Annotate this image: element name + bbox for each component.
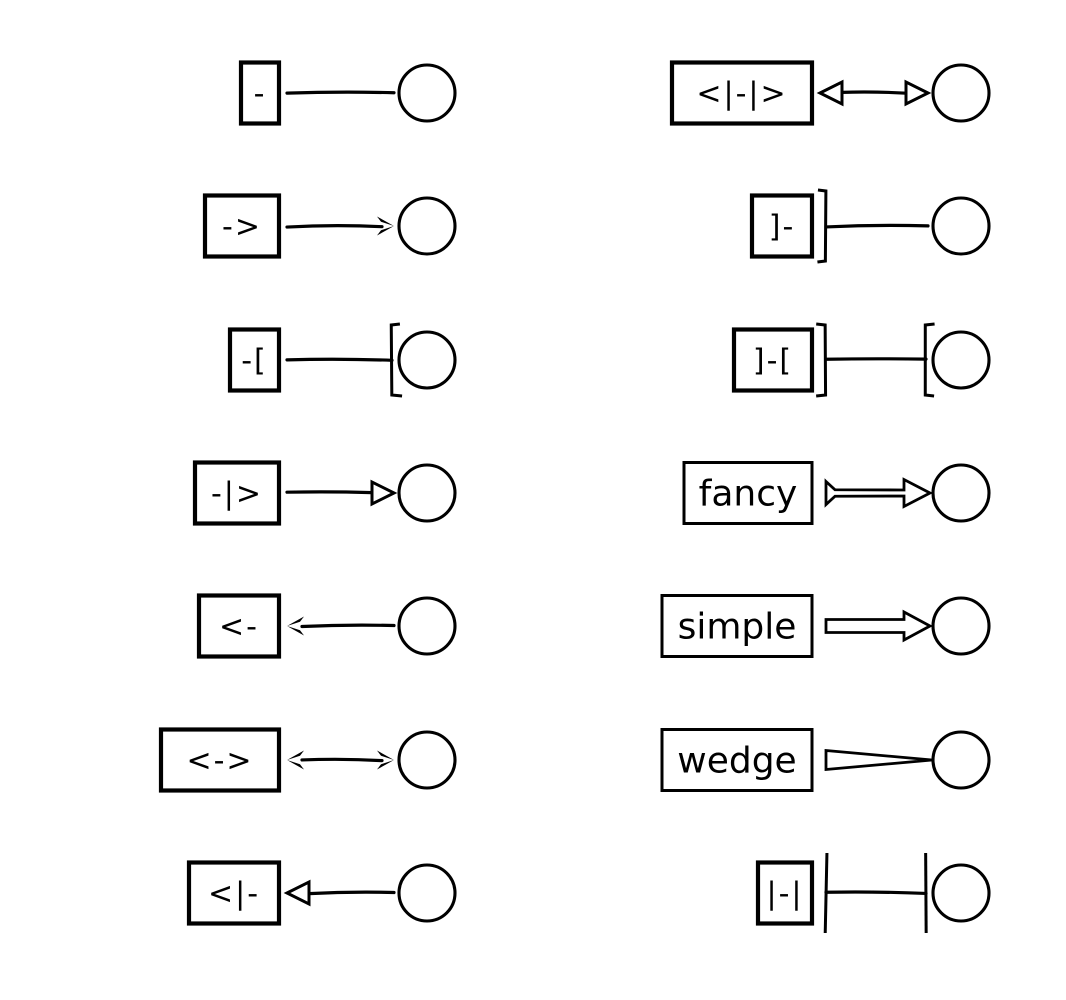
arrow-style-row: ]- bbox=[749, 188, 991, 264]
style-label-text: wedge bbox=[677, 741, 796, 782]
target-node-circle[interactable] bbox=[931, 63, 991, 123]
arrowhead-hollow-triangle bbox=[904, 79, 932, 107]
style-label-text: simple bbox=[678, 607, 797, 648]
connector-line bbox=[300, 623, 396, 629]
style-label-text: ]-[ bbox=[753, 344, 793, 379]
arrowhead-hollow-triangle bbox=[370, 479, 398, 507]
style-label-box[interactable] bbox=[731, 327, 815, 393]
target-node-circle[interactable] bbox=[397, 863, 457, 923]
target-node-circle[interactable] bbox=[397, 463, 457, 523]
simple-arrow bbox=[824, 609, 933, 643]
style-label-text: <|- bbox=[208, 877, 260, 912]
connector-line bbox=[307, 890, 396, 896]
arrowhead-hollow-triangle bbox=[283, 879, 311, 907]
arrow-style-row: fancy bbox=[682, 461, 991, 525]
connector-line bbox=[840, 90, 908, 95]
style-label-text: ]- bbox=[769, 210, 796, 245]
connector-line bbox=[285, 224, 384, 229]
connector-line bbox=[824, 890, 928, 896]
style-label-text: -[ bbox=[241, 344, 268, 379]
arrowhead-v-lower bbox=[287, 626, 304, 636]
arrowhead-v-upper bbox=[287, 750, 304, 760]
style-label-text: <|-|> bbox=[696, 77, 787, 112]
arrow-style-row: wedge bbox=[660, 728, 991, 792]
arrowhead-v-upper bbox=[377, 750, 394, 760]
target-node-circle[interactable] bbox=[397, 730, 457, 790]
target-node-circle[interactable] bbox=[397, 63, 457, 123]
style-label-box[interactable] bbox=[196, 593, 282, 659]
style-label-box[interactable] bbox=[192, 460, 282, 526]
connector-line bbox=[285, 90, 396, 95]
style-label-text: -|> bbox=[211, 477, 263, 512]
arrowhead-v-lower bbox=[287, 760, 304, 770]
connector-line bbox=[285, 357, 394, 362]
style-label-box[interactable] bbox=[238, 60, 282, 126]
arrowhead-v-lower bbox=[377, 226, 394, 236]
style-label-box[interactable] bbox=[186, 860, 282, 926]
style-label-text: -> bbox=[222, 210, 262, 245]
target-node-circle[interactable] bbox=[931, 330, 991, 390]
target-node-circle[interactable] bbox=[931, 863, 991, 923]
style-label-text: <-> bbox=[186, 744, 253, 779]
target-node-circle[interactable] bbox=[931, 196, 991, 256]
arrow-style-row: ]-[ bbox=[731, 322, 991, 398]
style-label-box[interactable] bbox=[749, 193, 815, 259]
style-label-text: fancy bbox=[699, 474, 798, 515]
target-node-circle[interactable] bbox=[397, 196, 457, 256]
arrowhead-hollow-triangle bbox=[816, 79, 844, 107]
style-label-box[interactable] bbox=[158, 727, 282, 793]
bracket-terminator bbox=[817, 188, 828, 264]
target-node-circle[interactable] bbox=[397, 330, 457, 390]
style-label-box[interactable] bbox=[227, 327, 282, 393]
arrow-style-row: <-> bbox=[158, 727, 457, 793]
arrow-style-row: simple bbox=[660, 594, 991, 658]
arrow-style-row: -[ bbox=[227, 322, 457, 398]
arrow-style-row: <|- bbox=[186, 860, 457, 926]
style-label-text: <- bbox=[219, 610, 259, 645]
target-node-circle[interactable] bbox=[931, 596, 991, 656]
style-label-box[interactable] bbox=[660, 594, 814, 658]
target-node-circle[interactable] bbox=[931, 463, 991, 523]
arrow-style-row: |-| bbox=[755, 852, 991, 934]
style-label-text: - bbox=[254, 77, 267, 112]
arrow-style-row: -> bbox=[202, 193, 457, 259]
arrowhead-v-upper bbox=[377, 216, 394, 226]
style-label-box[interactable] bbox=[755, 860, 815, 926]
style-label-box[interactable] bbox=[682, 461, 814, 525]
arrow-style-row: -|> bbox=[192, 460, 457, 526]
style-label-box[interactable] bbox=[669, 60, 815, 126]
arrow-style-row: <- bbox=[196, 593, 457, 659]
arrow-style-row: - bbox=[238, 60, 457, 126]
arrowhead-v-lower bbox=[377, 760, 394, 770]
wedge-arrow bbox=[824, 748, 933, 772]
connector-line bbox=[300, 757, 384, 763]
connector-line bbox=[285, 490, 374, 495]
connector-line bbox=[824, 223, 930, 229]
bracket-terminator bbox=[815, 322, 828, 398]
style-label-text: |-| bbox=[766, 877, 803, 912]
fancy-arrow bbox=[824, 477, 934, 509]
target-node-circle[interactable] bbox=[397, 596, 457, 656]
arrow-style-row: <|-|> bbox=[669, 60, 991, 126]
style-label-box[interactable] bbox=[202, 193, 282, 259]
target-node-circle[interactable] bbox=[931, 730, 991, 790]
arrowhead-v-upper bbox=[287, 616, 304, 626]
style-label-box[interactable] bbox=[660, 728, 814, 792]
